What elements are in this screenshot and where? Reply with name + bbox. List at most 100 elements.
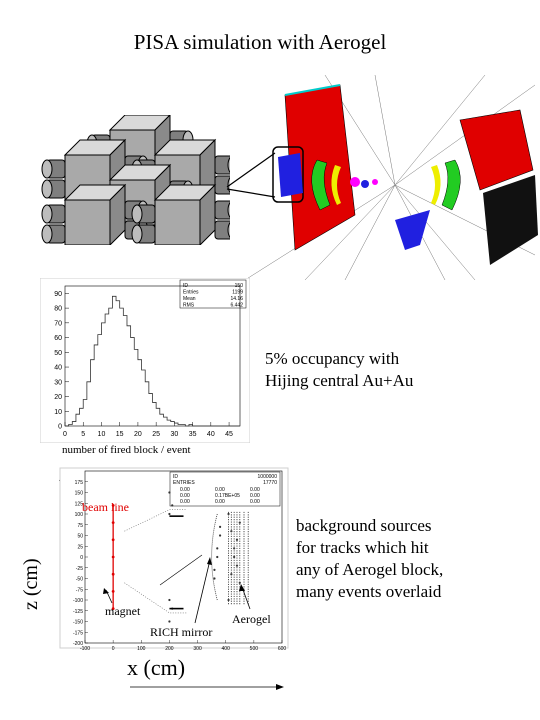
scatter-stat-label: ENTRIES bbox=[173, 480, 195, 486]
scatter-stat-cell: 0.00 bbox=[180, 499, 190, 505]
aerogel-cube bbox=[131, 183, 230, 245]
scatter-xtick-label: 500 bbox=[250, 646, 259, 652]
scatter-ytick-label: 25 bbox=[77, 544, 83, 550]
scatter-point bbox=[213, 568, 216, 571]
scatter-ytick-label: -150 bbox=[73, 620, 83, 626]
scatter-xlabel: x (cm) bbox=[127, 655, 186, 680]
scatter-stat-label: ID bbox=[173, 474, 178, 480]
scatter-stat-cell: 0.00 bbox=[180, 493, 190, 499]
hist-xtick-label: 30 bbox=[170, 431, 178, 438]
scatter-point bbox=[238, 581, 241, 584]
scatter-stat-cell: 0.00 bbox=[215, 499, 225, 505]
hist-xtick-label: 35 bbox=[189, 431, 197, 438]
hist-xtick-label: 5 bbox=[81, 431, 85, 438]
hist-ytick-label: 0 bbox=[58, 424, 62, 431]
scatter-point bbox=[216, 547, 219, 550]
east-pbgl bbox=[483, 175, 538, 265]
scatter-point bbox=[168, 598, 171, 602]
histogram-series bbox=[65, 295, 240, 427]
scatter-ytick-label: -175 bbox=[73, 630, 83, 636]
east-emcal bbox=[459, 109, 534, 191]
hist-xtick-label: 20 bbox=[134, 431, 142, 438]
hist-xtick-label: 40 bbox=[207, 431, 215, 438]
scatter-ytick-label: -50 bbox=[76, 577, 83, 583]
zoom-line-top bbox=[226, 152, 276, 188]
scatter-point bbox=[218, 525, 222, 528]
hist-ytick-label: 80 bbox=[54, 306, 62, 313]
scatter-ytick-label: -100 bbox=[73, 598, 83, 604]
scatter-stat-cell: 0.00 bbox=[250, 487, 260, 493]
hist-xtick-label: 10 bbox=[98, 431, 106, 438]
scatter-ytick-label: 50 bbox=[77, 534, 83, 540]
scatter-xtick-label: -100 bbox=[80, 646, 90, 652]
scatter-ylabel: z (cm) bbox=[20, 558, 42, 610]
scatter-point bbox=[233, 555, 236, 559]
scatter-ytick-label: 0 bbox=[80, 555, 83, 561]
scatter-ytick-label: -125 bbox=[73, 609, 83, 615]
occupancy-line-2: Hijing central Au+Au bbox=[265, 371, 414, 390]
hist-ytick-label: 10 bbox=[54, 409, 62, 416]
hist-ytick-label: 60 bbox=[54, 335, 62, 342]
scatter-ytick-label: 150 bbox=[75, 491, 84, 497]
background-line-4: many events overlaid bbox=[296, 582, 442, 601]
scatter-xtick-label: 100 bbox=[137, 646, 146, 652]
scatter-ytick-label: 125 bbox=[75, 501, 84, 507]
scatter-stat-cell: 0.00 bbox=[250, 493, 260, 499]
scatter-ytick-label: 75 bbox=[77, 523, 83, 529]
page-title: PISA simulation with Aerogel bbox=[133, 30, 387, 54]
scatter-stat-cell: 0.00 bbox=[250, 499, 260, 505]
scatter-point bbox=[168, 620, 171, 623]
hist-stat-value: 14.16 bbox=[230, 296, 243, 302]
hist-stat-label: Entries bbox=[183, 290, 199, 296]
scatter-point bbox=[168, 512, 171, 516]
detector-event-display bbox=[245, 75, 538, 280]
scatter-stat-cell: 0.17BE+05 bbox=[215, 493, 240, 499]
hist-xtick-label: 15 bbox=[116, 431, 124, 438]
scatter-ytick-label: -75 bbox=[76, 587, 83, 593]
hist-xtick-label: 45 bbox=[225, 431, 233, 438]
hist-xtick-label: 25 bbox=[152, 431, 160, 438]
hist-ytick-label: 70 bbox=[54, 320, 62, 327]
scatter-point bbox=[230, 573, 233, 576]
background-line-1: background sources bbox=[296, 516, 432, 535]
scatter-point bbox=[111, 504, 115, 507]
hist-ytick-label: 40 bbox=[54, 365, 62, 372]
scatter-ytick-label: 175 bbox=[75, 480, 84, 486]
scatter-ytick-label: -200 bbox=[73, 641, 83, 647]
hist-ytick-label: 90 bbox=[54, 291, 62, 298]
zoom-line-bottom bbox=[226, 188, 276, 198]
background-line-2: for tracks which hit bbox=[296, 538, 429, 557]
aerogel-block-cluster bbox=[41, 115, 230, 245]
scatter-stat-value: 17770 bbox=[263, 480, 277, 486]
scatter-stat-value: 1000000 bbox=[258, 474, 278, 480]
scatter-point bbox=[216, 555, 219, 559]
scatter-xtick-label: 400 bbox=[222, 646, 231, 652]
scatter-xtick-label: 0 bbox=[112, 646, 115, 652]
aerogel-label: Aerogel bbox=[232, 612, 271, 626]
rich-mirror-curve bbox=[211, 513, 218, 601]
aerogel-highlight bbox=[272, 146, 304, 203]
background-note: background sources for tracks which hit … bbox=[296, 515, 443, 603]
beam-line-label: beam line bbox=[82, 500, 129, 514]
hist-stat-value: 1199 bbox=[232, 290, 243, 296]
scatter-xtick-label: 600 bbox=[278, 646, 287, 652]
scatter-xtick-label: 300 bbox=[193, 646, 202, 652]
hist-ytick-label: 30 bbox=[54, 379, 62, 386]
zoom-lines bbox=[226, 152, 276, 198]
hist-stat-label: Mean bbox=[183, 296, 196, 302]
scatter-ytick-label: -25 bbox=[76, 566, 83, 572]
hist-ytick-label: 20 bbox=[54, 394, 62, 401]
scatter-stat-cell: 0.00 bbox=[180, 487, 190, 493]
scatter-point bbox=[168, 491, 171, 494]
scatter-point bbox=[218, 534, 222, 537]
scatter-ytick-label: 100 bbox=[75, 512, 84, 518]
scatter-point bbox=[227, 512, 230, 516]
scatter-point bbox=[213, 577, 216, 580]
hist-stat-label: RMS bbox=[183, 303, 195, 309]
hist-xtick-label: 0 bbox=[63, 431, 67, 438]
hist-ytick-label: 50 bbox=[54, 350, 62, 357]
rich-mirror-label: RICH mirror bbox=[150, 625, 213, 639]
occupancy-note: 5% occupancy with Hijing central Au+Au bbox=[265, 348, 413, 392]
